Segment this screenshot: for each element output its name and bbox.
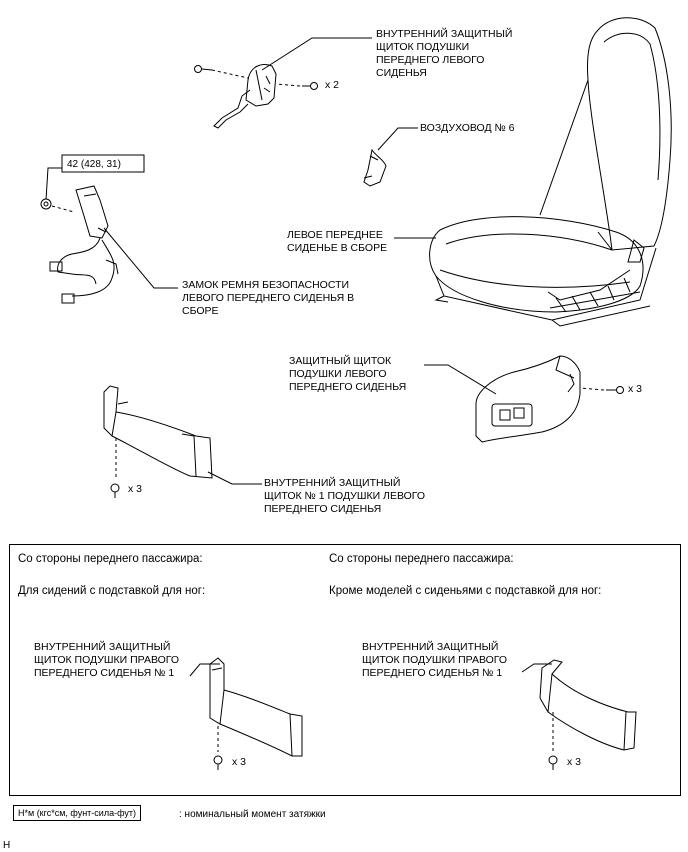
- legend-description: : номинальный момент затяжки: [179, 809, 326, 820]
- inner-shield-part: [213, 64, 277, 129]
- label-inner-shield-no1: ВНУТРЕННИЙ ЗАЩИТНЫЙ ЩИТОК № 1 ПОДУШКИ ЛЕ…: [264, 477, 426, 515]
- left-variant-part-label: ВНУТРЕННИЙ ЗАЩИТНЫЙ ЩИТОК ПОДУШКИ ПРАВОГ…: [34, 641, 180, 679]
- right-variant-quantity: x 3: [567, 756, 582, 768]
- right-inner-shield-part: [539, 659, 637, 751]
- bolt-icon: [213, 755, 223, 770]
- label-inner-shield-left-cushion: ВНУТРЕННИЙ ЗАЩИТНЫЙ ЩИТОК ПОДУШКИ ПЕРЕДН…: [376, 28, 513, 79]
- nut-icon: [40, 198, 52, 210]
- bolt-icon: [606, 386, 624, 394]
- right-inner-shield-footrest-part: [209, 657, 303, 757]
- label-air-duct: ВОЗДУХОВОД № 6: [420, 122, 515, 134]
- footer-code: H: [3, 840, 11, 851]
- bolt-icon: [302, 82, 318, 90]
- bolt-icon: [110, 483, 120, 498]
- label-shield-cushion-left: ЗАЩИТНЫЙ ЩИТОК ПОДУШКИ ЛЕВОГО ПЕРЕДНЕГО …: [289, 355, 407, 393]
- torque-box: [61, 154, 145, 173]
- left-variant-heading: Со стороны переднего пассажира:: [18, 553, 203, 565]
- bolt-icon: [194, 65, 213, 73]
- inner-shield-no1-part: [103, 385, 213, 479]
- right-variant-subheading: Кроме моделей с сиденьями с подставкой д…: [329, 585, 602, 597]
- seat-drawing: [429, 17, 672, 327]
- label-quantity-x3-right: x 3: [628, 383, 643, 395]
- left-variant-quantity: x 3: [232, 756, 247, 768]
- seat-belt-buckle-part: [49, 185, 119, 304]
- legend-unit-box: Н*м (кгс*см, фунт-сила-фут): [13, 805, 141, 821]
- air-duct-part: [363, 148, 387, 187]
- left-variant-subheading: Для сидений с подставкой для ног:: [18, 585, 206, 597]
- shield-cushion-part: [475, 355, 581, 443]
- right-variant-part-label: ВНУТРЕННИЙ ЗАЩИТНЫЙ ЩИТОК ПОДУШКИ ПРАВОГ…: [362, 641, 508, 679]
- bolt-icon: [548, 755, 558, 770]
- torque-value: 42 (428, 31): [67, 159, 121, 170]
- label-seat-belt-buckle: ЗАМОК РЕМНЯ БЕЗОПАСНОСТИ ЛЕВОГО ПЕРЕДНЕГ…: [182, 279, 355, 317]
- variant-box: [9, 544, 681, 796]
- label-left-front-seat-assy: ЛЕВОЕ ПЕРЕДНЕЕ СИДЕНЬЕ В СБОРЕ: [287, 229, 388, 254]
- label-quantity-x3-left: x 3: [128, 483, 143, 495]
- right-variant-heading: Со стороны переднего пассажира:: [329, 553, 514, 565]
- label-quantity-x2: x 2: [325, 79, 340, 91]
